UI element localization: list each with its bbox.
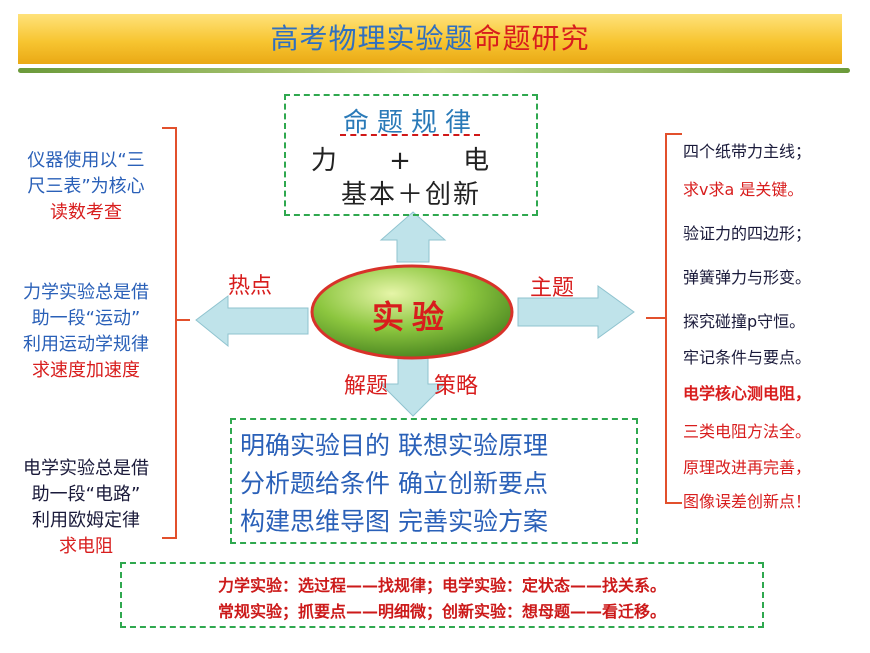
left-bracket (162, 127, 190, 539)
label-solve: 解题 (344, 374, 389, 399)
left-note-highlight: 求电阻 (59, 536, 113, 557)
right-note-8: 三类电阻方法全。 (683, 422, 812, 441)
title-part-red: 命题研究 (473, 22, 590, 55)
right-note-7: 电学核心测电阻， (683, 384, 812, 403)
label-strategy: 策略 (434, 374, 479, 399)
label-hotspot: 热点 (228, 274, 273, 299)
right-note-3: 验证力的四边形； (683, 224, 812, 243)
left-note-line: 尺三表”为核心 (27, 176, 145, 197)
rules-title-underline (340, 134, 480, 136)
left-note-instruments: 仪器使用以“三 尺三表”为核心 读数考查 (6, 146, 166, 224)
summary-box: 力学实验：选过程——找规律；电学实验：定状态——找关系。 常规实验；抓要点——明… (120, 562, 764, 628)
strategy-line-2: 分析题给条件 确立创新要点 (240, 469, 548, 498)
left-note-highlight: 读数考查 (50, 202, 122, 223)
right-bracket (646, 133, 682, 504)
center-ellipse (310, 264, 514, 360)
left-note-line: 力学实验总是借 (23, 282, 149, 303)
left-note-mechanics: 力学实验总是借 助一段“运动” 利用运动学规律 求速度加速度 (6, 278, 166, 382)
arrow-up (379, 211, 447, 263)
right-note-4: 弹簧弹力与形变。 (683, 268, 812, 287)
right-note-6: 牢记条件与要点。 (683, 348, 812, 367)
left-note-line: 助一段“运动” (31, 308, 141, 329)
arrow-down (379, 355, 447, 417)
left-note-line: 助一段“电路” (31, 484, 141, 505)
right-note-5: 探究碰撞p守恒。 (683, 312, 806, 331)
right-note-1: 四个纸带力主线； (683, 142, 812, 161)
strategy-line-1: 明确实验目的 联想实验原理 (240, 431, 548, 460)
arrow-left (195, 295, 309, 348)
rules-line-force-electric: 力 + 电 (310, 146, 512, 176)
left-note-line: 利用欧姆定律 (32, 510, 140, 531)
left-note-line: 仪器使用以“三 (27, 150, 145, 171)
right-note-10: 图像误差创新点！ (683, 492, 812, 511)
title-banner: 高考物理实验题命题研究 (18, 14, 842, 64)
left-note-highlight: 求速度加速度 (32, 360, 140, 381)
strategy-box: 明确实验目的 联想实验原理 分析题给条件 确立创新要点 构建思维导图 完善实验方… (230, 418, 638, 544)
summary-line-2: 常规实验；抓要点——明细微；创新实验：想母题——看迁移。 (217, 602, 666, 621)
rules-box: 命题规律 力 + 电 基本＋创新 (284, 94, 538, 216)
rules-title: 命题规律 (342, 108, 479, 138)
center-label: 实验 (371, 298, 452, 336)
arrow-right (517, 285, 635, 339)
left-note-line: 电学实验总是借 (23, 458, 149, 479)
label-theme: 主题 (530, 276, 575, 301)
rules-line-basic-innovation: 基本＋创新 (340, 180, 481, 210)
right-note-9: 原理改进再完善， (683, 458, 812, 477)
strategy-line-3: 构建思维导图 完善实验方案 (240, 507, 548, 536)
left-note-line: 利用运动学规律 (23, 334, 149, 355)
title-underline (18, 68, 850, 73)
summary-line-1: 力学实验：选过程——找规律；电学实验：定状态——找关系。 (217, 576, 666, 595)
left-note-electricity: 电学实验总是借 助一段“电路” 利用欧姆定律 求电阻 (6, 454, 166, 558)
title-part-blue: 高考物理实验题 (270, 22, 474, 55)
right-note-2: 求v求a 是关键。 (683, 180, 804, 199)
